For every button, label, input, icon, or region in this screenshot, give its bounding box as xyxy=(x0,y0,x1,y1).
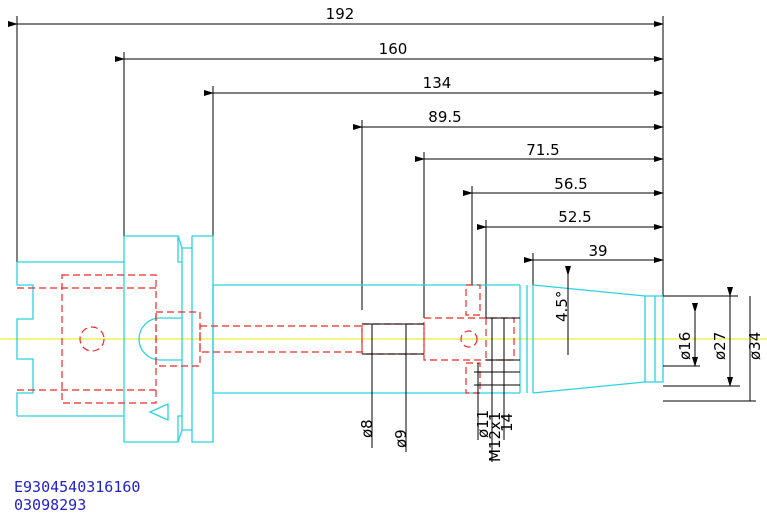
dim-dia-9: ø9 xyxy=(392,429,410,448)
serial-number: 03098293 xyxy=(14,496,87,514)
bottom-dimensions: ø8 ø9 ø11 M12x1 14 xyxy=(358,317,520,462)
dim-52-5: 52.5 xyxy=(558,208,591,226)
part-codes: E9304540316160 03098293 xyxy=(14,478,140,514)
dim-dia-27: ø27 xyxy=(711,332,729,360)
dim-dia-16: ø16 xyxy=(676,332,694,360)
angle-annotation: 4.5° xyxy=(553,266,571,355)
angle-4-5: 4.5° xyxy=(553,291,571,322)
dim-71-5: 71.5 xyxy=(526,141,559,159)
horizontal-dimensions: 192 160 134 89.5 71.5 56.5 52.5 39 xyxy=(8,5,664,318)
dim-dia-34: ø34 xyxy=(746,332,764,360)
part-number: E9304540316160 xyxy=(14,478,141,496)
dim-39: 39 xyxy=(588,242,607,260)
dim-192: 192 xyxy=(326,5,355,23)
dim-160: 160 xyxy=(379,40,408,58)
dim-dia-11: ø11 xyxy=(474,410,492,438)
coolant-hole xyxy=(460,330,478,348)
cross-hole xyxy=(79,326,105,352)
dim-dia-8: ø8 xyxy=(358,419,376,438)
hidden-lines xyxy=(17,274,515,404)
dim-89-5: 89.5 xyxy=(428,108,461,126)
dim-thread-m12: M12x1 xyxy=(486,412,504,462)
dim-14: 14 xyxy=(498,413,516,432)
diameter-dimensions: ø16 ø27 ø34 xyxy=(663,287,764,402)
dim-56-5: 56.5 xyxy=(554,175,587,193)
dim-134: 134 xyxy=(423,74,452,92)
